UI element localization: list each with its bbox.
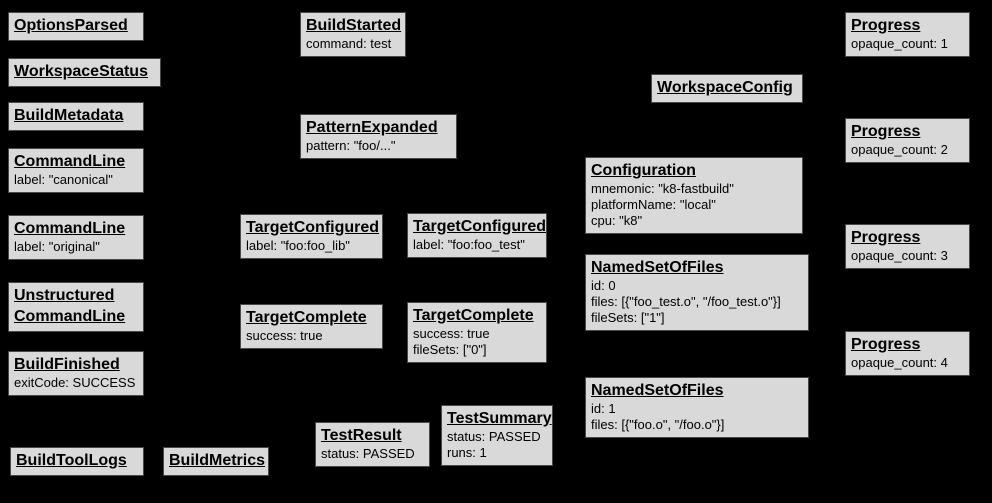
node-line: label: "canonical" bbox=[14, 172, 113, 187]
node-line: command: test bbox=[306, 36, 392, 51]
node-target-complete-foo-test: TargetComplete success: true fileSets: [… bbox=[407, 302, 547, 363]
node-workspace-config: WorkspaceConfig bbox=[651, 74, 803, 103]
node-title: NamedSetOfFiles bbox=[591, 382, 724, 399]
node-options-parsed: OptionsParsed bbox=[8, 12, 144, 41]
node-title: TargetConfigured bbox=[413, 218, 547, 235]
node-title: BuildToolLogs bbox=[16, 452, 127, 469]
node-build-tool-logs: BuildToolLogs bbox=[10, 447, 144, 476]
node-line: files: [{"foo.o", "/foo.o"}] bbox=[591, 417, 725, 432]
node-line: mnemonic: "k8-fastbuild" bbox=[591, 181, 734, 196]
node-line: id: 1 bbox=[591, 401, 616, 416]
node-line: exitCode: SUCCESS bbox=[14, 375, 136, 390]
node-progress-3: Progress opaque_count: 3 bbox=[845, 224, 970, 269]
node-title: OptionsParsed bbox=[14, 17, 128, 34]
node-target-configured-foo-lib: TargetConfigured label: "foo:foo_lib" bbox=[240, 214, 383, 259]
node-title: TargetConfigured bbox=[246, 219, 380, 236]
node-progress-2: Progress opaque_count: 2 bbox=[845, 118, 970, 163]
node-test-result: TestResult status: PASSED bbox=[315, 422, 430, 467]
node-title: BuildMetrics bbox=[169, 452, 266, 469]
node-command-line-canonical: CommandLine label: "canonical" bbox=[8, 148, 144, 193]
node-progress-4: Progress opaque_count: 4 bbox=[845, 331, 970, 376]
node-named-set-of-files-0: NamedSetOfFiles id: 0 files: [{"foo_test… bbox=[585, 254, 809, 331]
node-line: pattern: "foo/..." bbox=[306, 138, 396, 153]
node-test-summary: TestSummary status: PASSED runs: 1 bbox=[441, 405, 553, 466]
node-line: label: "foo:foo_test" bbox=[413, 237, 525, 252]
node-title: Unstructured bbox=[14, 287, 115, 304]
node-line: status: PASSED bbox=[447, 429, 541, 444]
node-line: cpu: "k8" bbox=[591, 213, 643, 228]
node-line: id: 0 bbox=[591, 278, 616, 293]
node-line: opaque_count: 1 bbox=[851, 36, 948, 51]
node-line: platformName: "local" bbox=[591, 197, 716, 212]
node-title: TargetComplete bbox=[413, 307, 534, 324]
node-title: Configuration bbox=[591, 162, 696, 179]
node-build-finished: BuildFinished exitCode: SUCCESS bbox=[8, 351, 144, 396]
node-pattern-expanded: PatternExpanded pattern: "foo/..." bbox=[300, 114, 457, 159]
node-configuration: Configuration mnemonic: "k8-fastbuild" p… bbox=[585, 157, 803, 234]
node-title: NamedSetOfFiles bbox=[591, 259, 724, 276]
node-title: Progress bbox=[851, 229, 921, 246]
node-line: runs: 1 bbox=[447, 445, 487, 460]
node-title: WorkspaceStatus bbox=[14, 63, 148, 80]
node-command-line-original: CommandLine label: "original" bbox=[8, 215, 144, 260]
node-line: success: true bbox=[413, 326, 490, 341]
node-title: PatternExpanded bbox=[306, 119, 438, 136]
node-line: label: "original" bbox=[14, 239, 100, 254]
node-progress-1: Progress opaque_count: 1 bbox=[845, 12, 970, 57]
node-title: TargetComplete bbox=[246, 309, 367, 326]
node-unstructured-command-line: Unstructured CommandLine bbox=[8, 282, 144, 332]
node-title: Progress bbox=[851, 336, 921, 353]
node-line: fileSets: ["0"] bbox=[413, 342, 487, 357]
node-title: WorkspaceConfig bbox=[657, 79, 793, 96]
node-build-metrics: BuildMetrics bbox=[163, 447, 269, 476]
node-build-metadata: BuildMetadata bbox=[8, 102, 144, 131]
node-title: BuildFinished bbox=[14, 356, 120, 373]
node-line: opaque_count: 2 bbox=[851, 142, 948, 157]
node-line: opaque_count: 4 bbox=[851, 355, 948, 370]
node-title: CommandLine bbox=[14, 220, 126, 237]
node-workspace-status: WorkspaceStatus bbox=[8, 58, 161, 87]
node-title: TestSummary bbox=[447, 410, 552, 427]
node-line: files: [{"foo_test.o", "/foo_test.o"}] bbox=[591, 294, 781, 309]
node-line: success: true bbox=[246, 328, 323, 343]
node-line: status: PASSED bbox=[321, 446, 415, 461]
node-title: CommandLine bbox=[14, 153, 126, 170]
node-title: BuildStarted bbox=[306, 17, 402, 34]
node-title: Progress bbox=[851, 123, 921, 140]
node-line: label: "foo:foo_lib" bbox=[246, 238, 350, 253]
node-line: opaque_count: 3 bbox=[851, 248, 948, 263]
node-target-complete-foo-lib: TargetComplete success: true bbox=[240, 304, 383, 349]
node-title: CommandLine bbox=[14, 308, 126, 325]
node-title: BuildMetadata bbox=[14, 107, 124, 124]
node-title: TestResult bbox=[321, 427, 402, 444]
node-named-set-of-files-1: NamedSetOfFiles id: 1 files: [{"foo.o", … bbox=[585, 377, 809, 438]
node-line: fileSets: ["1"] bbox=[591, 310, 665, 325]
node-target-configured-foo-test: TargetConfigured label: "foo:foo_test" bbox=[407, 213, 547, 258]
node-title: Progress bbox=[851, 17, 921, 34]
node-build-started: BuildStarted command: test bbox=[300, 12, 406, 57]
